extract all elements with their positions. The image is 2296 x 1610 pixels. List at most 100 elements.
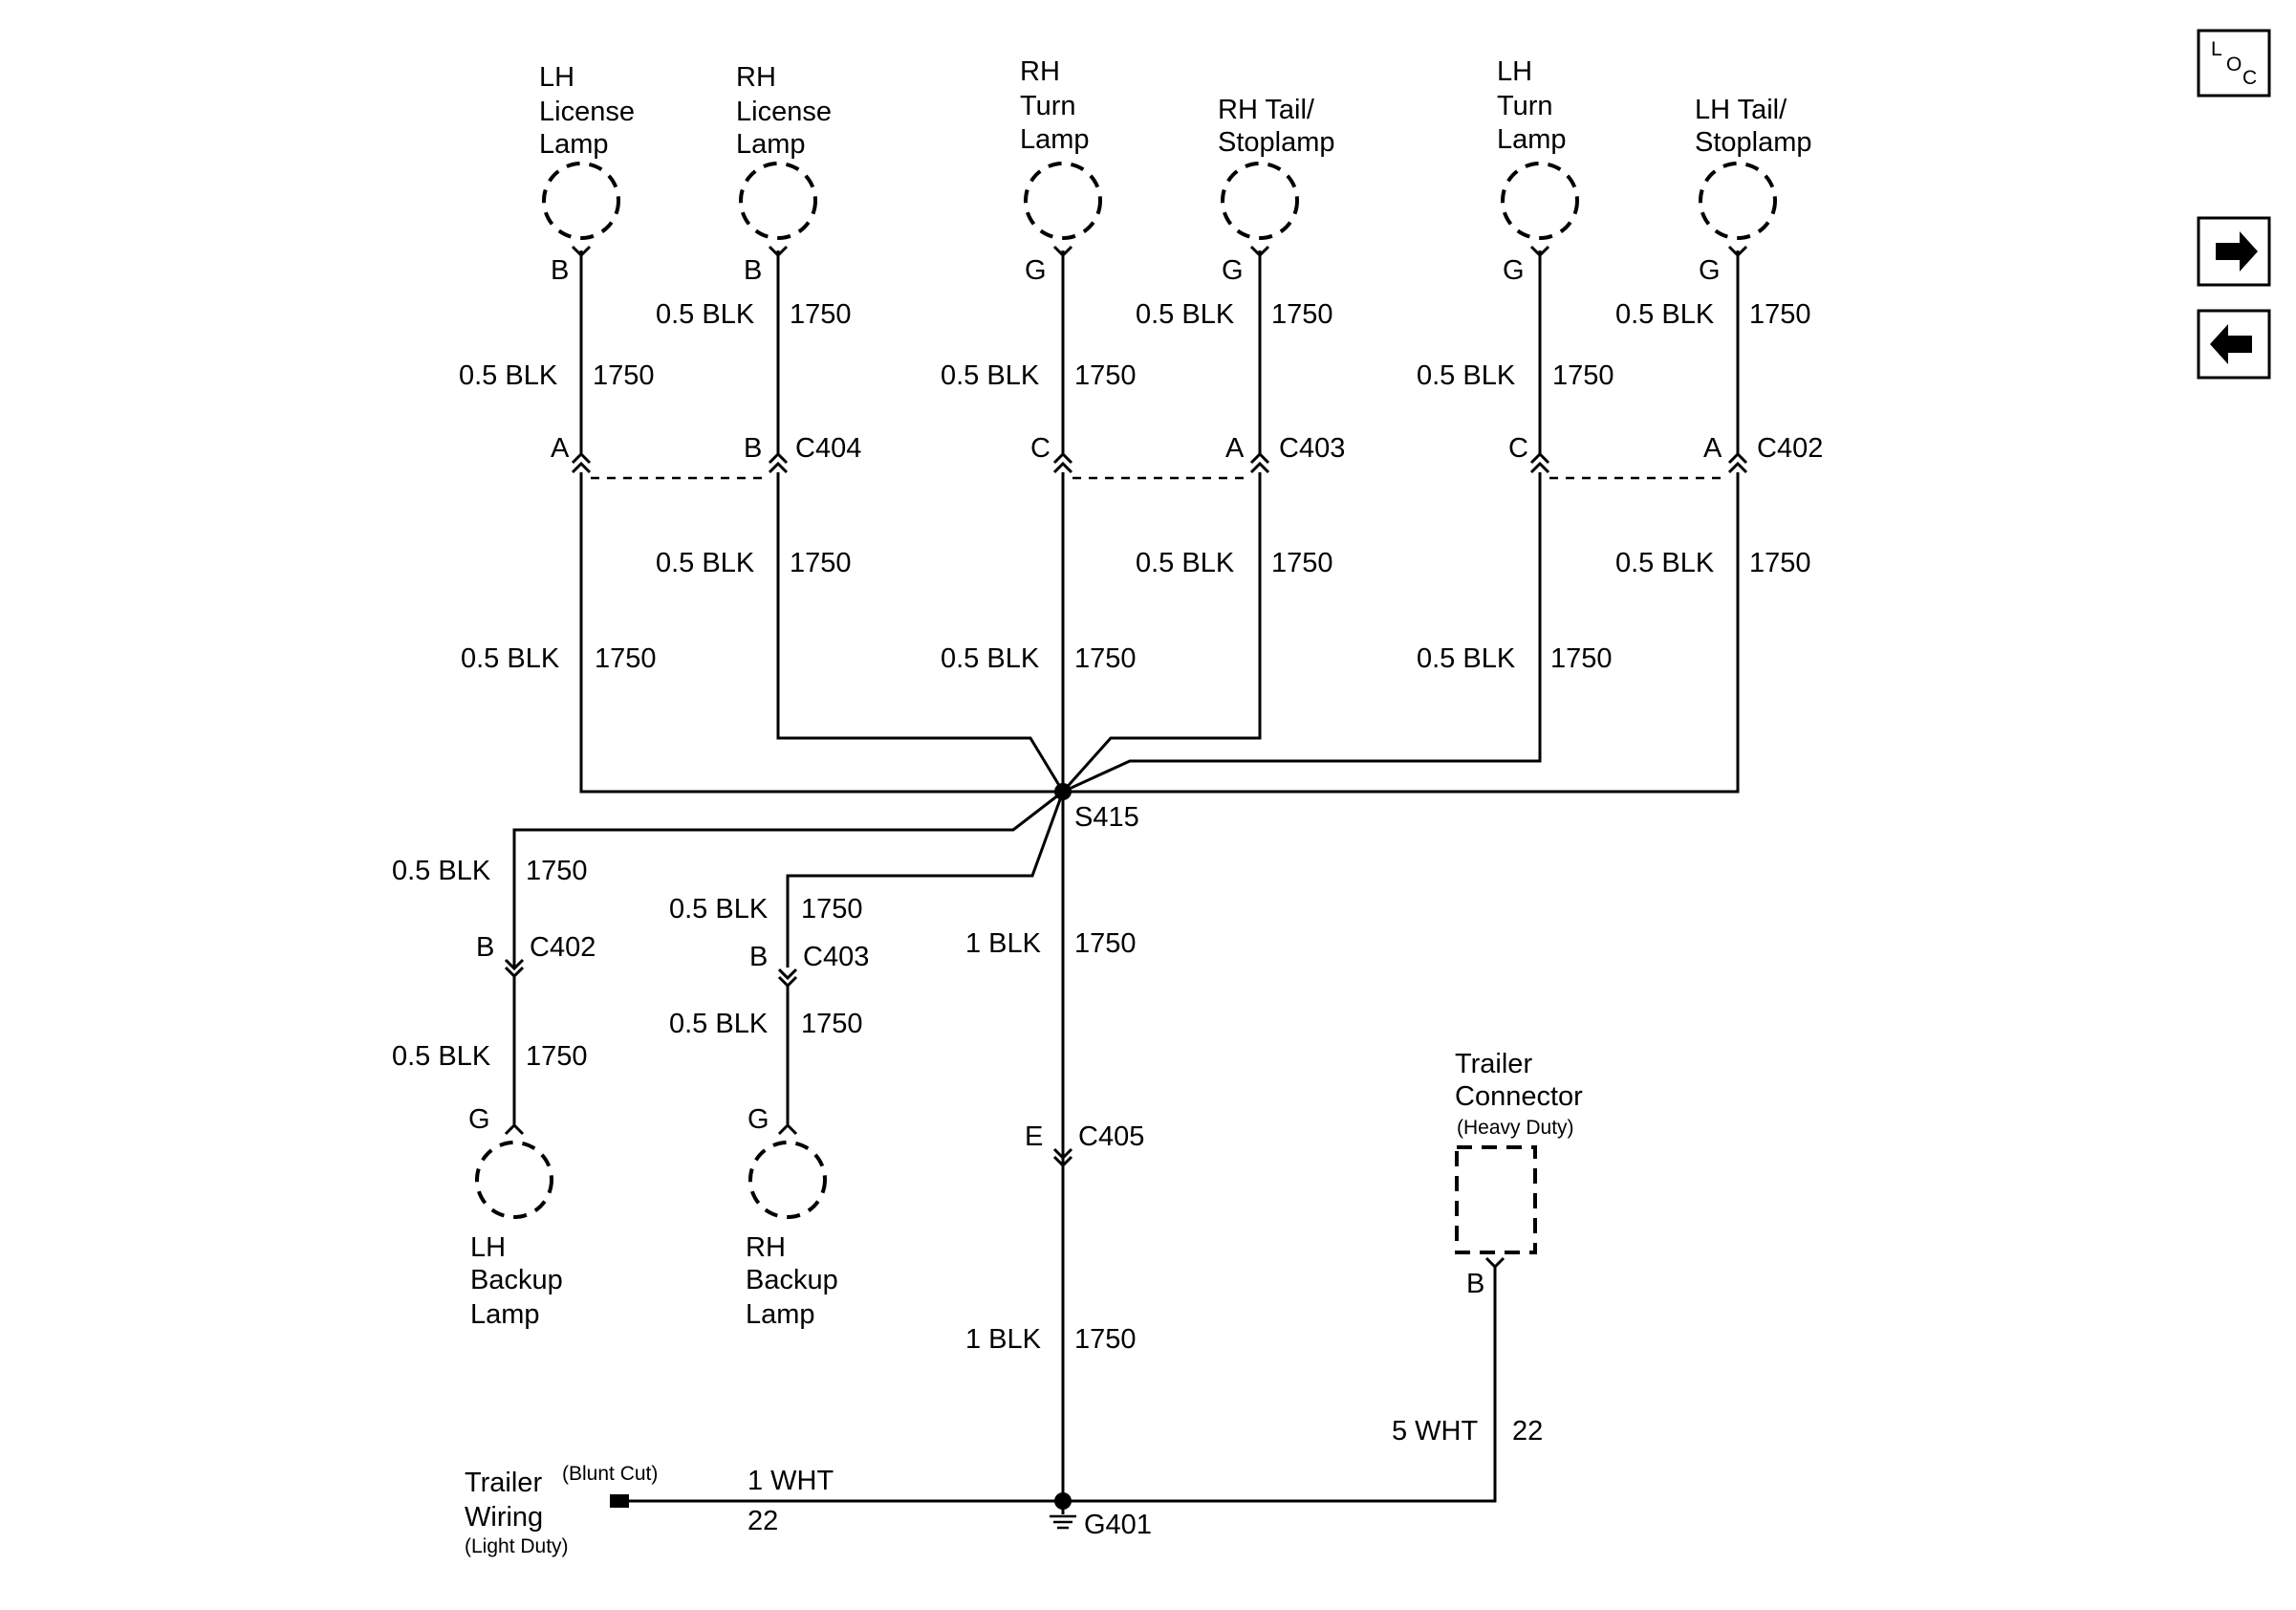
svg-text:1750: 1750 [790,299,852,330]
svg-text:LH Tail/: LH Tail/ [1695,95,1787,125]
ground-g401: G401 [1050,1492,1152,1540]
svg-text:B: B [551,255,569,286]
svg-text:C402: C402 [1757,433,1823,464]
svg-text:1 BLK: 1 BLK [965,928,1042,959]
svg-text:Lamp: Lamp [736,129,806,160]
svg-text:B: B [744,255,762,286]
svg-text:22: 22 [1512,1416,1543,1447]
mid-wire-labels: 0.5 BLK 1750 0.5 BLK 1750 0.5 BLK 1750 0… [461,548,1811,674]
trailer-wiring: Trailer (Blunt Cut) Wiring (Light Duty) … [465,1463,1063,1557]
rh-backup-branch: 0.5 BLK 1750 B C403 0.5 BLK 1750 G [669,894,869,1219]
svg-text:(Light Duty): (Light Duty) [465,1535,569,1557]
svg-text:1750: 1750 [1552,360,1614,391]
svg-text:Lamp: Lamp [1497,124,1567,155]
svg-text:Wiring: Wiring [465,1502,543,1533]
svg-text:C: C [1508,433,1528,464]
svg-text:1750: 1750 [1271,299,1333,330]
svg-text:0.5 BLK: 0.5 BLK [1417,643,1516,674]
connector-c402: C A C402 [1508,433,1823,480]
svg-text:RH: RH [746,1232,786,1263]
svg-text:C403: C403 [803,942,869,972]
splice-s415: S415 [1054,783,1139,833]
svg-text:RH Tail/: RH Tail/ [1218,95,1315,125]
svg-text:Trailer: Trailer [1455,1049,1532,1079]
svg-text:1750: 1750 [1074,1324,1137,1355]
lamp-rh-turn: RH Turn Lamp [1020,56,1102,240]
svg-text:0.5 BLK: 0.5 BLK [656,299,755,330]
svg-text:0.5 BLK: 0.5 BLK [941,360,1040,391]
svg-text:G: G [1503,255,1525,286]
svg-text:5 WHT: 5 WHT [1392,1416,1479,1447]
lamp-lh-backup: LH Backup Lamp [470,1232,563,1330]
svg-text:0.5 BLK: 0.5 BLK [669,1009,769,1039]
svg-text:0.5 BLK: 0.5 BLK [1615,548,1715,578]
loc-letter-c: C [2242,67,2257,89]
top-pin-labels: B B G G G G [551,255,1721,286]
trailer-connector: Trailer Connector (Heavy Duty) B 5 WHT 2… [1063,1049,1583,1503]
svg-text:B: B [476,932,494,963]
svg-text:B: B [1466,1269,1484,1299]
prev-page-button[interactable] [2197,309,2271,380]
svg-text:G: G [1025,255,1047,286]
svg-text:1750: 1750 [801,894,863,925]
svg-text:0.5 BLK: 0.5 BLK [392,856,491,886]
loc-letter-o: O [2226,54,2242,76]
svg-text:1750: 1750 [1074,928,1137,959]
svg-text:Turn: Turn [1020,91,1076,121]
svg-text:B: B [749,942,768,972]
svg-text:C404: C404 [795,433,861,464]
svg-text:Lamp: Lamp [1020,124,1090,155]
svg-text:0.5 BLK: 0.5 BLK [1136,299,1235,330]
svg-text:License: License [736,97,832,127]
svg-text:0.5 BLK: 0.5 BLK [461,643,560,674]
svg-text:1750: 1750 [1550,643,1613,674]
svg-text:S415: S415 [1074,802,1139,833]
svg-text:1750: 1750 [790,548,852,578]
lamp-rh-tail: RH Tail/ Stoplamp [1218,95,1335,240]
svg-text:Trailer: Trailer [465,1468,542,1498]
svg-text:1 BLK: 1 BLK [965,1324,1042,1355]
svg-text:G: G [468,1104,490,1135]
svg-text:0.5 BLK: 0.5 BLK [1615,299,1715,330]
svg-text:Stoplamp: Stoplamp [1218,127,1335,158]
top-wire-labels: 0.5 BLK 1750 0.5 BLK 1750 0.5 BLK 1750 0… [459,299,1811,391]
svg-text:A: A [551,433,570,464]
connector-c403: C A C403 [1030,433,1345,480]
lamp-rh-license: RH License Lamp [736,62,832,240]
connector-c404: A B C404 [551,433,861,480]
svg-text:0.5 BLK: 0.5 BLK [392,1041,491,1072]
svg-text:C402: C402 [530,932,596,963]
svg-text:0.5 BLK: 0.5 BLK [656,548,755,578]
svg-text:0.5 BLK: 0.5 BLK [669,894,769,925]
svg-text:0.5 BLK: 0.5 BLK [459,360,558,391]
svg-text:E: E [1025,1121,1043,1152]
svg-text:0.5 BLK: 0.5 BLK [1136,548,1235,578]
mid-wires [512,472,1740,1497]
svg-text:C: C [1030,433,1051,464]
svg-text:Backup: Backup [470,1265,563,1295]
loc-letter-l: L [2211,38,2222,60]
svg-text:22: 22 [747,1506,778,1536]
svg-text:LH: LH [539,62,574,93]
svg-text:1750: 1750 [526,856,588,886]
location-icon[interactable]: L O C [2197,29,2271,98]
blunt-cut-end [610,1494,629,1508]
svg-text:Backup: Backup [746,1265,838,1295]
svg-text:1750: 1750 [1749,548,1811,578]
ground-wire: 1 BLK 1750 E C405 1 BLK 1750 [965,928,1144,1355]
g401-label: G401 [1084,1510,1152,1540]
svg-text:G: G [1699,255,1721,286]
lamp-rh-backup: RH Backup Lamp [746,1232,838,1330]
svg-text:RH: RH [1020,56,1060,87]
svg-text:(Blunt Cut): (Blunt Cut) [562,1463,658,1485]
svg-text:G: G [1222,255,1244,286]
svg-text:1750: 1750 [526,1041,588,1072]
arrow-left-icon [2210,324,2252,364]
svg-text:0.5 BLK: 0.5 BLK [1417,360,1516,391]
svg-text:C403: C403 [1279,433,1345,464]
next-page-button[interactable] [2197,216,2271,287]
svg-text:B: B [744,433,762,464]
svg-text:LH: LH [1497,56,1532,87]
svg-text:Lamp: Lamp [539,129,609,160]
